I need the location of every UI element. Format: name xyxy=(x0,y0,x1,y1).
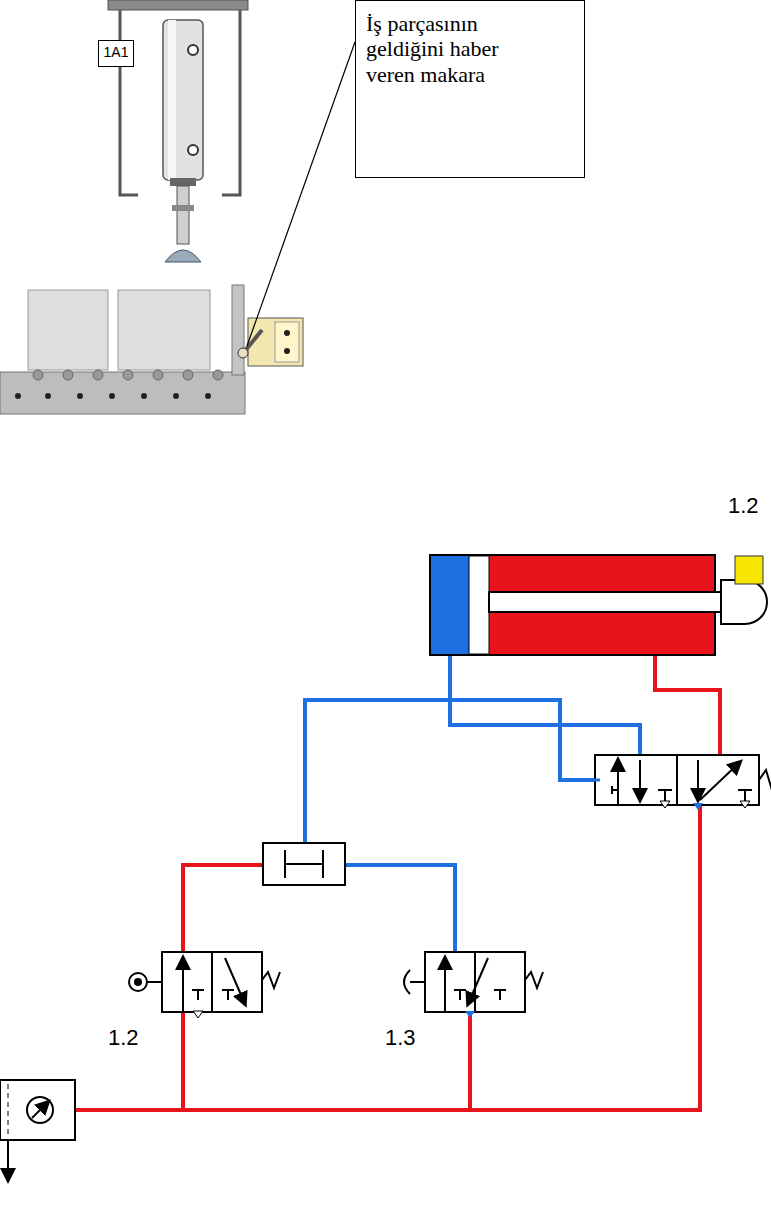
component-tag: 1A1 xyxy=(102,44,130,60)
leader-line xyxy=(247,42,355,346)
callout-text: İş parçasının geldiğini haber veren maka… xyxy=(366,11,526,87)
callout-number: 1.2 xyxy=(108,1026,139,1050)
callout-number: 1.3 xyxy=(385,1026,416,1050)
component-tag-box: 1A1 xyxy=(98,40,134,67)
callout-box: İş parçasının geldiğini haber veren maka… xyxy=(355,0,585,178)
pneumatic-circuit xyxy=(0,555,771,1180)
conveyor xyxy=(0,285,303,414)
callout-number: 1.2 xyxy=(728,494,759,518)
